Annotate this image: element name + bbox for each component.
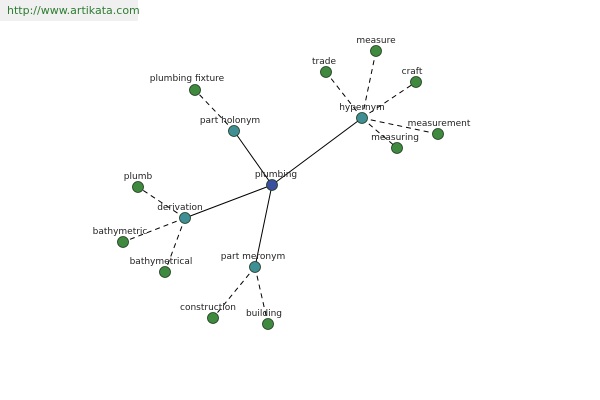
label-measure[interactable]: measure (356, 36, 396, 46)
label-plumbing[interactable]: plumbing (255, 170, 297, 180)
node-part-meronym[interactable] (249, 261, 261, 273)
label-measurement[interactable]: measurement (408, 119, 471, 129)
label-part-holonym[interactable]: part holonym (200, 116, 260, 126)
edge-hypernym-to-measurement (361, 117, 439, 135)
node-bathymetrical[interactable] (159, 266, 171, 278)
node-measuring[interactable] (391, 142, 403, 154)
label-hypernym[interactable]: hypernym (339, 103, 385, 113)
label-bathymetrical[interactable]: bathymetrical (130, 257, 193, 267)
node-plumb[interactable] (132, 181, 144, 193)
edge-plumbing-to-derivation (184, 184, 273, 219)
edge-plumbing-to-part-holonym (233, 130, 273, 186)
edges-layer (122, 50, 439, 325)
node-part-holonym[interactable] (228, 125, 240, 137)
edge-part-meronym-to-construction (212, 266, 256, 319)
edge-derivation-to-bathymetric (122, 217, 186, 243)
edge-plumbing-to-hypernym (271, 117, 363, 186)
node-plumbing[interactable] (266, 179, 278, 191)
edge-derivation-to-bathymetrical (164, 217, 186, 273)
node-bathymetric[interactable] (117, 236, 129, 248)
edge-derivation-to-plumb (137, 186, 186, 219)
node-plumbing-fixture[interactable] (189, 84, 201, 96)
node-derivation[interactable] (179, 212, 191, 224)
node-construction[interactable] (207, 312, 219, 324)
node-hypernym[interactable] (356, 112, 368, 124)
label-plumbing-fixture[interactable]: plumbing fixture (150, 74, 225, 84)
edge-plumbing-to-part-meronym (254, 184, 273, 268)
node-building[interactable] (262, 318, 274, 330)
label-derivation[interactable]: derivation (157, 203, 203, 213)
label-construction[interactable]: construction (180, 303, 236, 313)
label-measuring[interactable]: measuring (371, 133, 419, 143)
edge-hypernym-to-trade (325, 71, 363, 119)
node-craft[interactable] (410, 76, 422, 88)
node-measurement[interactable] (432, 128, 444, 140)
labels-layer: plumbing hypernym part holonym derivation pa… (93, 36, 471, 319)
label-part-meronym[interactable]: part meronym (221, 252, 285, 262)
edge-part-holonym-to-plumbing-fixture (194, 89, 235, 132)
node-trade[interactable] (320, 66, 332, 78)
edge-hypernym-to-measuring (361, 117, 398, 149)
edge-hypernym-to-measure (361, 50, 377, 119)
node-measure[interactable] (370, 45, 382, 57)
nodes-layer (117, 45, 444, 330)
label-craft[interactable]: craft (402, 67, 423, 77)
edge-part-meronym-to-building (254, 266, 269, 325)
site-watermark: http://www.artikata.com (0, 0, 140, 21)
label-building[interactable]: building (246, 309, 282, 319)
label-bathymetric[interactable]: bathymetric (93, 227, 148, 237)
edge-hypernym-to-craft (361, 81, 417, 119)
label-plumb[interactable]: plumb (124, 172, 153, 182)
label-trade[interactable]: trade (312, 57, 336, 67)
